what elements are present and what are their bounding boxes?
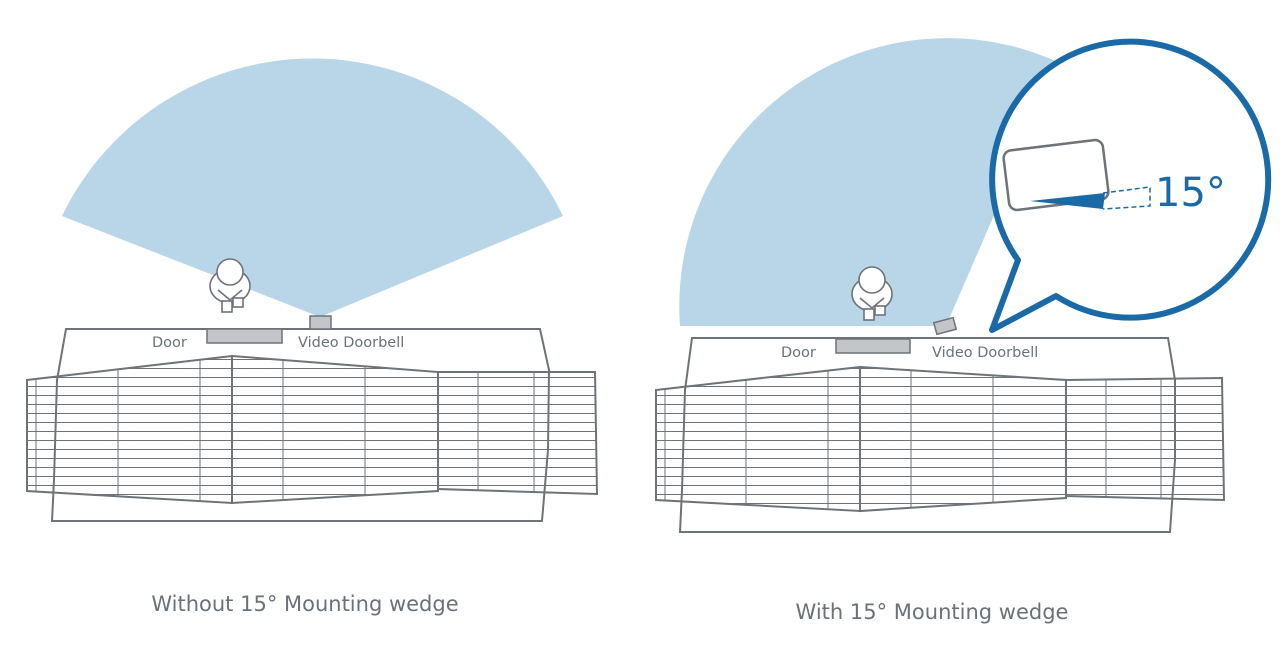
field-of-view-left xyxy=(62,58,563,317)
doorbell-closeup-icon xyxy=(1002,138,1110,212)
angle-guide xyxy=(1102,186,1151,210)
person-icon-left xyxy=(209,258,251,313)
panel-without-wedge: Door Video Doorbell Without 15° Mounting… xyxy=(26,58,599,616)
house-right-block-left xyxy=(437,371,599,496)
callout-bubble xyxy=(989,38,1272,333)
wedge-zoom-callout: 15° xyxy=(989,38,1272,333)
doorbell-label-right: Video Doorbell xyxy=(932,345,1038,361)
house-middle-block-right xyxy=(859,365,1067,513)
house-right-block-right xyxy=(1065,376,1226,502)
doorbell-right xyxy=(932,316,958,336)
angle-label: 15° xyxy=(1155,170,1226,216)
caption-right: With 15° Mounting wedge xyxy=(796,600,1069,624)
person-icon-right xyxy=(851,266,893,321)
door-label-right: Door xyxy=(781,345,816,361)
door-label-left: Door xyxy=(152,335,187,351)
wedge-icon xyxy=(1030,193,1105,209)
caption-left: Without 15° Mounting wedge xyxy=(151,592,458,616)
house-left-block-left xyxy=(26,354,233,505)
door-left xyxy=(206,328,283,344)
house-left-block-right xyxy=(655,365,861,513)
field-of-view-right xyxy=(679,38,1060,326)
doorbell-left xyxy=(309,315,332,330)
house-middle-block-left xyxy=(231,354,439,505)
panel-with-wedge: Door Video Doorbell With 15° Mounting we… xyxy=(655,38,1272,624)
doorbell-label-left: Video Doorbell xyxy=(298,335,404,351)
door-right xyxy=(835,338,911,354)
